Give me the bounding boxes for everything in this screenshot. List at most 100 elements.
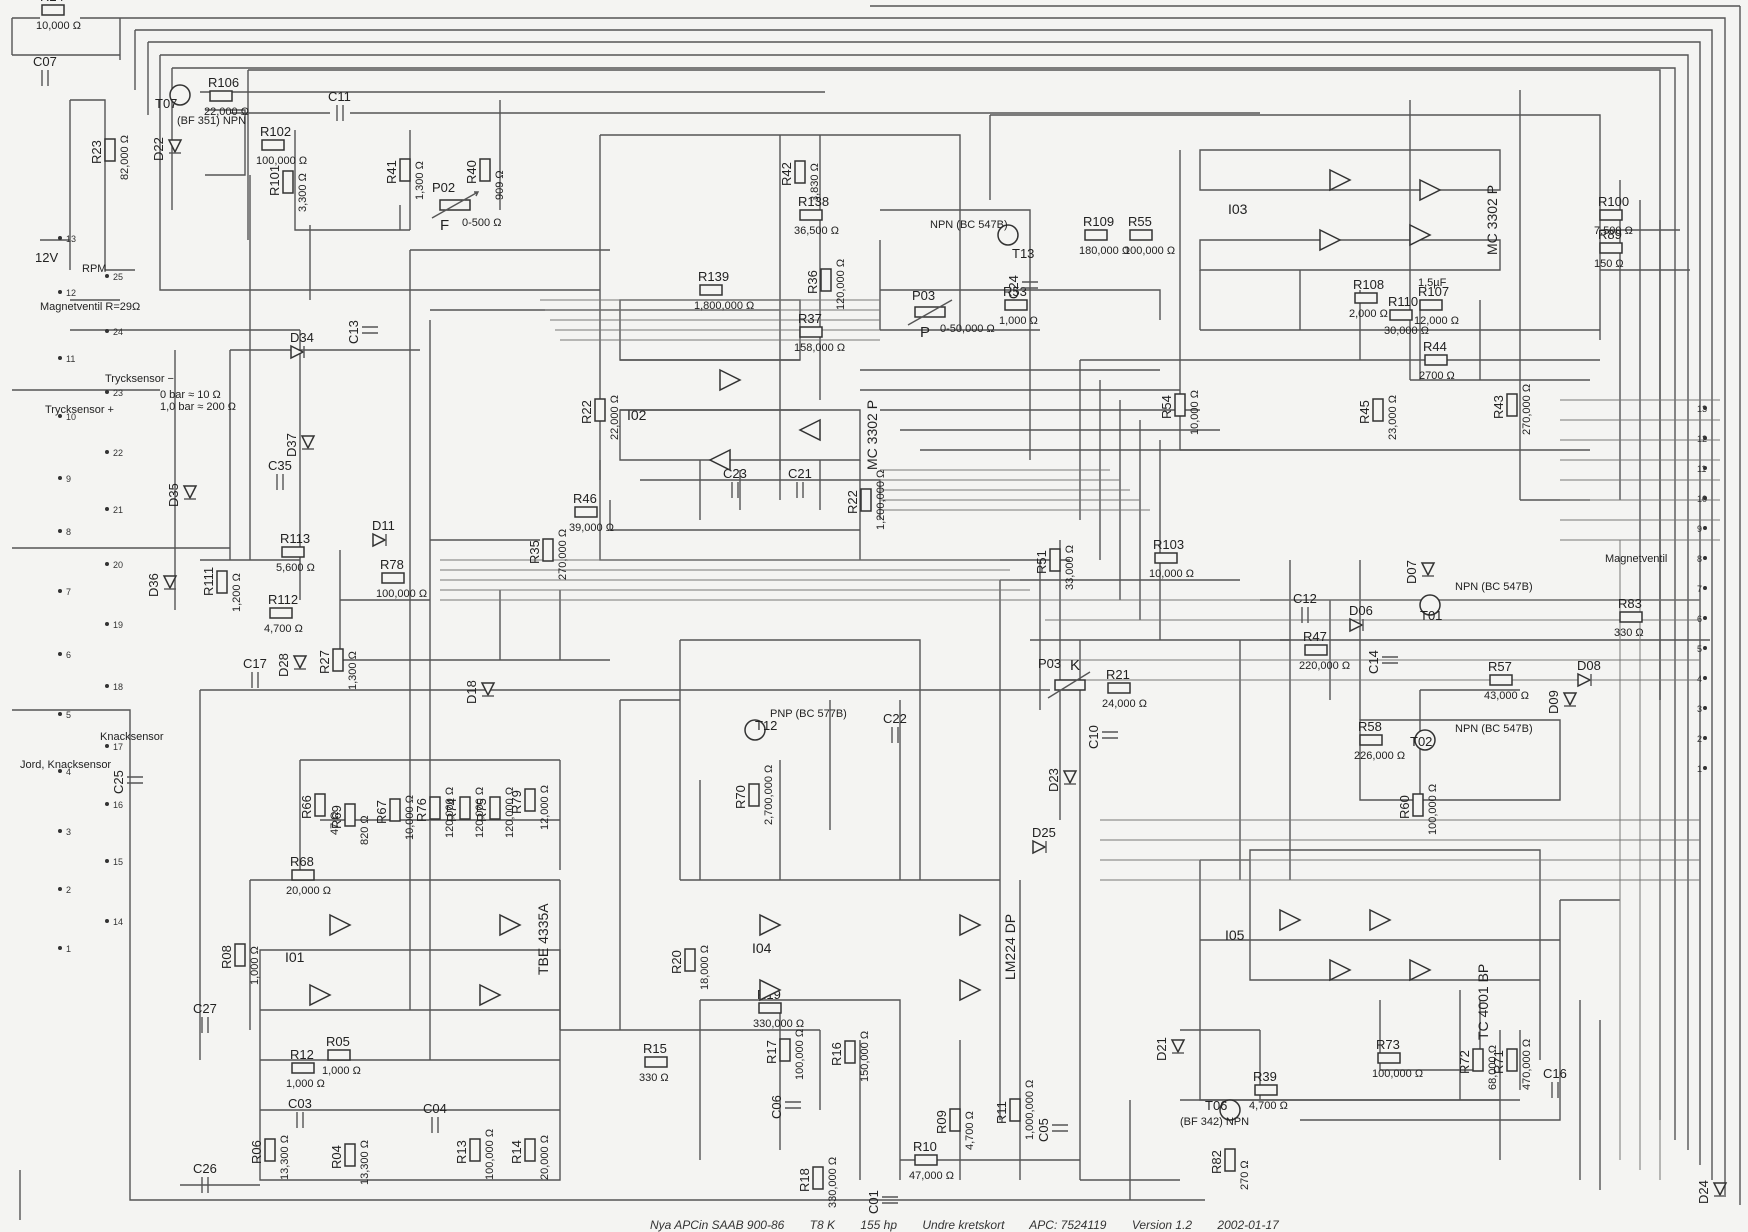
- capacitor-c16: C16: [1543, 1066, 1567, 1098]
- pin-left-4: 4: [58, 767, 71, 777]
- resistor-r39-value: 4,700 Ω: [1249, 1100, 1288, 1112]
- wiring: [11, 5, 1741, 1220]
- resistor-r79-value: 12,000 Ω: [539, 785, 551, 830]
- pin-left-5: 5: [58, 710, 71, 720]
- diode-d37-label: D37: [284, 433, 299, 457]
- pin-right-1: 1: [1697, 764, 1707, 774]
- resistor-r21-label: R21: [1106, 667, 1130, 682]
- resistor-r21-value: 24,000 Ω: [1102, 698, 1147, 710]
- resistor-r43-label: R43: [1491, 395, 1506, 419]
- t06-label: T06: [1205, 1098, 1227, 1113]
- resistor-r09-value: 4,700 Ω: [964, 1111, 976, 1150]
- pin-right-6: 6: [1697, 614, 1707, 624]
- ic-tbe-label: TBE 4335A: [535, 903, 551, 975]
- t01-type: NPN (BC 547B): [1455, 581, 1533, 593]
- resistor-r43-value: 270,000 Ω: [1521, 384, 1533, 435]
- footer: Nya APCin SAAB 900-86 T8 K 155 hp Undre …: [650, 1218, 1450, 1232]
- capacitor-c13-label: C13: [346, 320, 361, 344]
- t13-type: NPN (BC 547B): [930, 219, 1008, 231]
- pin-left-20: 20: [105, 560, 123, 570]
- t12-symbol: [744, 719, 766, 741]
- footer-variant: T8 K: [809, 1218, 835, 1232]
- resistor-r109-label: R109: [1083, 214, 1114, 229]
- resistor-r106-label: R106: [208, 75, 239, 90]
- potentiometers: [431, 191, 1091, 699]
- resistor-r24: R2410,000 Ω: [36, 0, 81, 32]
- pin-right-12: 12: [1697, 434, 1707, 444]
- resistor-r36-value: 120,000 Ω: [835, 259, 847, 310]
- resistor-r51-value: 33,000 Ω: [1064, 545, 1076, 590]
- resistor-r55-label: R55: [1128, 214, 1152, 229]
- ic-io3-label: I03: [1228, 201, 1248, 217]
- resistor-r51-label: R51: [1034, 550, 1049, 574]
- resistor-r46-value: 39,000 Ω: [569, 522, 614, 534]
- diode-d21: D21: [1154, 1037, 1186, 1061]
- resistor-r66-label: R66: [299, 795, 314, 819]
- resistor-r103-value: 10,000 Ω: [1149, 568, 1194, 580]
- capacitor-c17: C17: [243, 656, 267, 688]
- capacitor-c07: C07: [33, 54, 57, 86]
- resistor-r11-value: 1,000,000 Ω: [1024, 1080, 1036, 1140]
- diode-d09: D09: [1546, 690, 1578, 714]
- ic-io5-label: I05: [1225, 927, 1245, 943]
- pin-left-24: 24: [105, 327, 123, 337]
- t07-symbol: [169, 84, 191, 106]
- resistor-r101-label: R101: [267, 165, 282, 196]
- diode-d36-label: D36: [146, 573, 161, 597]
- capacitor-c25: C25: [111, 770, 143, 794]
- pin-left-7-label: 7: [66, 587, 71, 597]
- resistor-r15-label: R15: [643, 1041, 667, 1056]
- diode-d08: D08: [1577, 658, 1601, 688]
- resistor-r82-label: R82: [1209, 1150, 1224, 1174]
- pin-left-25-label: 25: [113, 272, 123, 282]
- resistor-r58-value: 226,000 Ω: [1354, 750, 1405, 762]
- capacitor-c14: C14: [1366, 650, 1398, 674]
- resistor-r14-label: R14: [509, 1140, 524, 1164]
- resistor-r41-label: R41: [384, 160, 399, 184]
- resistor-r55: R55 100,000 Ω: [1124, 214, 1175, 257]
- t13-symbol: [997, 224, 1019, 246]
- resistor-r101-value: 3,300 Ω: [297, 173, 309, 212]
- diode-d24: D24: [1696, 1180, 1728, 1204]
- diode-d25: D25: [1032, 825, 1056, 855]
- resistor-r12-label: R12: [290, 1047, 314, 1062]
- label-jord-knacksensor: Jord, Knacksensor: [20, 759, 111, 771]
- resistor-r22-value: 22,000 Ω: [609, 395, 621, 440]
- pin-left-13-label: 13: [66, 234, 76, 244]
- footer-apc: APC: 7524119: [1029, 1218, 1107, 1232]
- pin-right-11: 11: [1697, 464, 1707, 474]
- resistor-r06-label: R06: [249, 1140, 264, 1164]
- pin-left-12-label: 12: [66, 288, 76, 298]
- diode-d23-label: D23: [1046, 768, 1061, 792]
- transistor-symbols: [169, 84, 1441, 1121]
- pin-right-3-label: 3: [1697, 704, 1702, 714]
- resistor-r72-label: R72: [1457, 1050, 1472, 1074]
- pin-left-8-label: 8: [66, 527, 71, 537]
- resistor-r23-label: R23: [89, 140, 104, 164]
- diode-d34-label: D34: [290, 330, 314, 345]
- capacitor-c24-label: C24: [1006, 275, 1021, 299]
- pin-left-22-label: 22: [113, 448, 123, 458]
- capacitor-c16-label: C16: [1543, 1066, 1567, 1081]
- resistor-r83-value: 330 Ω: [1614, 627, 1644, 639]
- pin-left-23: 23: [105, 388, 123, 398]
- resistor-r55-value: 100,000 Ω: [1124, 245, 1175, 257]
- resistor-r45-label: R45: [1357, 400, 1372, 424]
- label-magnetventil: Magnetventil R=29Ω: [40, 301, 140, 313]
- resistor-r17-label: R17: [764, 1040, 779, 1064]
- resistor-r27-value: 1,300 Ω: [347, 651, 359, 690]
- pin-left-10-label: 10: [66, 412, 76, 422]
